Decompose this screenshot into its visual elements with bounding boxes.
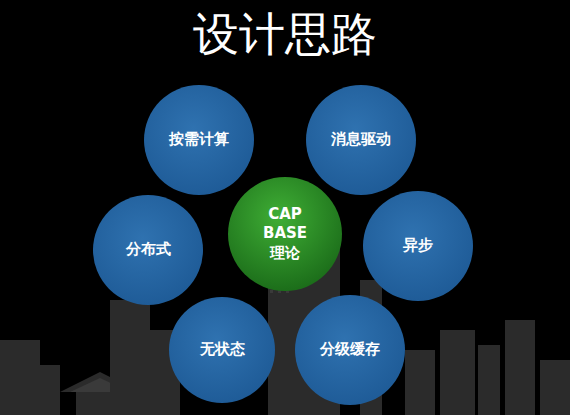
- concept-circle: 消息驱动: [306, 85, 416, 195]
- concept-circle: 分布式: [93, 195, 203, 305]
- node-label: 消息驱动: [331, 130, 391, 150]
- diagram-title: 设计思路: [0, 2, 570, 66]
- concept-circle: 按需计算: [144, 85, 254, 195]
- node-label: 分级缓存: [320, 340, 380, 360]
- node-label: 按需计算: [169, 130, 229, 150]
- node-label: 无状态: [200, 340, 245, 360]
- center-circle: CAP BASE 理论: [228, 177, 342, 291]
- concept-circle: 无状态: [169, 297, 275, 403]
- concept-circle: 异步: [363, 191, 473, 301]
- node-label: 异步: [403, 236, 433, 256]
- node-label: CAP BASE 理论: [259, 205, 311, 264]
- node-label: 分布式: [126, 240, 171, 260]
- concept-circle: 分级缓存: [295, 295, 405, 405]
